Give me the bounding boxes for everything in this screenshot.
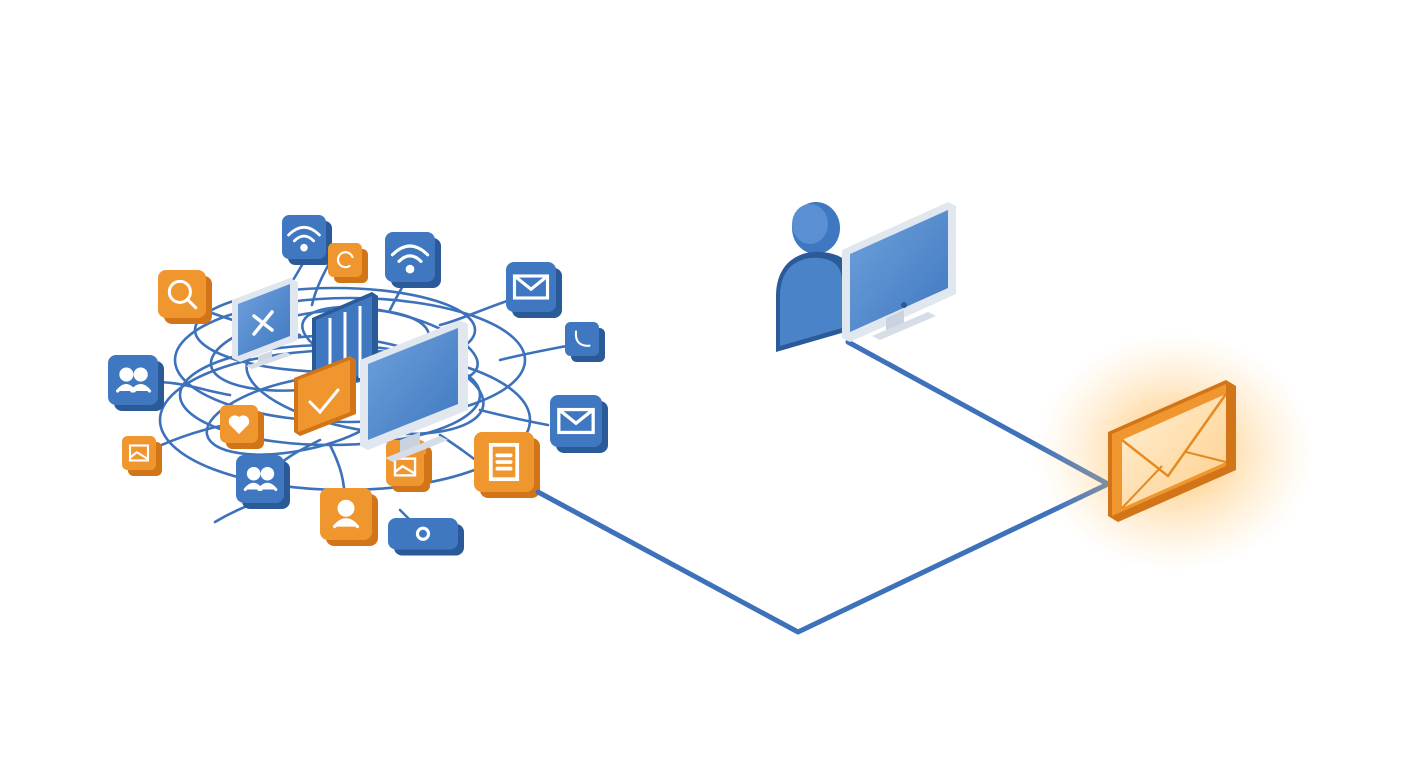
wifi-icon (390, 244, 430, 274)
users-tile-left (108, 355, 164, 411)
phone-icon (574, 330, 591, 347)
image-icon (393, 457, 417, 477)
mail-tile-right (550, 395, 608, 453)
chart-icon (308, 388, 340, 415)
heart-icon (228, 415, 250, 435)
document-tile (474, 432, 540, 498)
mail-tile-top (506, 262, 562, 318)
phone-tile (565, 322, 605, 362)
wifi-tile-left (282, 215, 332, 265)
monitor-main (360, 320, 468, 462)
wifi-icon (287, 225, 321, 252)
monitor-x (232, 278, 298, 369)
cluster-tiles (108, 215, 608, 556)
refresh-icon (336, 251, 354, 269)
person-figure (776, 202, 852, 352)
image-tile-small (122, 436, 162, 476)
user-icon (332, 499, 360, 529)
workstation-monitor (842, 202, 956, 342)
connection-path (535, 339, 1111, 635)
envelope-icon (1121, 393, 1228, 478)
users-tile-bottom (236, 455, 290, 509)
envelope-icon (512, 274, 550, 300)
user-tile (320, 488, 378, 546)
photo-tile (386, 448, 430, 492)
envelope-icon (557, 407, 595, 435)
users-icon (243, 466, 278, 492)
glowing-mail (1035, 332, 1315, 572)
search-tile (158, 270, 212, 324)
document-icon (488, 442, 520, 482)
users-icon (116, 367, 152, 393)
chat-icon (415, 526, 431, 541)
search-icon (167, 279, 198, 310)
chat-tile (388, 518, 464, 556)
image-icon (128, 444, 150, 462)
chart-tile-front (294, 356, 356, 436)
heart-tile (220, 405, 264, 449)
wifi-tile-right (385, 232, 441, 288)
close-icon (252, 310, 274, 336)
refresh-tile (328, 243, 368, 283)
